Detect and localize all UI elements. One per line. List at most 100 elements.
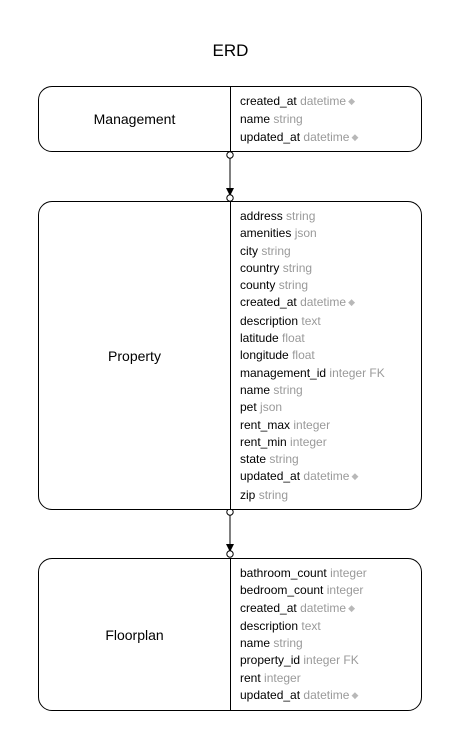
attribute-type: string	[269, 452, 299, 467]
relationship-start-circle	[226, 151, 234, 159]
attribute-name: longitude	[240, 348, 289, 363]
attribute-name: property_id	[240, 653, 301, 668]
attribute-type: datetime	[303, 469, 350, 484]
attribute-name: description	[240, 618, 299, 633]
attribute-row: pet json	[240, 399, 385, 416]
attribute-type: string	[261, 243, 291, 258]
attribute-row: created_at datetime◆	[240, 600, 367, 618]
attribute-name: city	[240, 243, 258, 258]
attribute-row: management_id integer FK	[240, 365, 385, 382]
attribute-row: latitude float	[240, 330, 385, 347]
entity-name: Management	[39, 87, 231, 151]
attribute-row: property_id integer FK	[240, 652, 367, 669]
attribute-row: rent_min integer	[240, 434, 385, 451]
attribute-row: updated_at datetime◆	[240, 129, 358, 147]
entity-name: Property	[39, 202, 231, 509]
attribute-name: management_id	[240, 365, 327, 380]
attribute-type: integer FK	[329, 365, 385, 380]
attribute-row: created_at datetime◆	[240, 93, 358, 111]
attribute-type: datetime	[300, 94, 347, 108]
attribute-type: integer	[330, 566, 367, 580]
attribute-name: state	[240, 452, 267, 467]
attribute-name: address	[240, 209, 283, 223]
attribute-name: rent	[240, 670, 261, 685]
attribute-type: integer FK	[303, 653, 359, 668]
diagram-title: ERD	[212, 41, 249, 60]
attribute-list: address string amenities json city strin…	[240, 208, 385, 504]
attribute-name: name	[240, 112, 271, 127]
attribute-name: description	[240, 313, 299, 328]
attribute-type: datetime	[303, 129, 350, 144]
attribute-type: datetime	[300, 295, 347, 310]
required-marker-icon: ◆	[351, 690, 359, 701]
attribute-row: description text	[240, 618, 367, 635]
attribute-row: address string	[240, 208, 385, 225]
attribute-name: name	[240, 382, 271, 397]
attribute-row: rent integer	[240, 670, 367, 687]
required-marker-icon: ◆	[348, 602, 356, 613]
attribute-row: description text	[240, 313, 385, 330]
attribute-type: string	[258, 487, 289, 502]
attribute-row: created_at datetime◆	[240, 294, 385, 312]
attribute-type: integer	[264, 670, 301, 685]
attribute-type: text	[301, 618, 321, 633]
attribute-type: json	[294, 226, 317, 241]
attribute-type: datetime	[303, 688, 350, 703]
attribute-name: zip	[240, 487, 256, 502]
attribute-row: amenities json	[240, 225, 385, 242]
attribute-row: bathroom_count integer	[240, 565, 367, 582]
relationship-arrow	[226, 544, 234, 552]
attribute-row: bedroom_count integer	[240, 582, 367, 599]
attribute-list: bathroom_count integer bedroom_count int…	[240, 565, 367, 705]
attribute-list: created_at datetime◆ name string updated…	[240, 93, 358, 147]
attribute-type: string	[282, 260, 313, 275]
attribute-type: float	[292, 348, 315, 363]
attribute-row: country string	[240, 260, 385, 277]
attribute-type: integer	[326, 583, 364, 598]
attribute-name: country	[240, 260, 280, 275]
attribute-type: string	[273, 112, 303, 127]
relationship-arrow	[226, 188, 234, 196]
attribute-type: json	[260, 400, 283, 415]
attribute-row: state string	[240, 451, 385, 468]
attribute-row: zip string	[240, 487, 385, 504]
relationship-end-circle	[226, 550, 234, 558]
attribute-type: integer	[293, 417, 331, 432]
entity-name: Floorplan	[39, 559, 231, 710]
attribute-type: datetime	[300, 600, 347, 615]
entity-management: Management created_at datetime◆ name str…	[38, 86, 422, 152]
attribute-name: bedroom_count	[240, 583, 324, 598]
attribute-row: county string	[240, 277, 385, 294]
attribute-row: updated_at datetime◆	[240, 687, 367, 705]
attribute-name: amenities	[240, 226, 292, 241]
attribute-type: string	[278, 278, 309, 293]
attribute-row: city string	[240, 243, 385, 260]
required-marker-icon: ◆	[348, 96, 356, 106]
relationship-management-property	[226, 151, 234, 202]
attribute-type: string	[273, 636, 303, 651]
entity-property: Property address string amenities json c…	[38, 201, 422, 510]
attribute-name: latitude	[240, 331, 279, 346]
attribute-name: created_at	[240, 600, 297, 615]
attribute-row: name string	[240, 111, 358, 128]
attribute-type: string	[273, 382, 303, 397]
attribute-row: longitude float	[240, 347, 385, 364]
attribute-name: created_at	[240, 295, 297, 310]
relationship-property-floorplan	[226, 508, 234, 558]
attribute-name: pet	[240, 400, 257, 415]
required-marker-icon: ◆	[351, 131, 359, 142]
attribute-name: updated_at	[240, 129, 301, 144]
attribute-name: created_at	[240, 94, 297, 108]
attribute-name: updated_at	[240, 469, 301, 484]
attribute-name: rent_min	[240, 434, 287, 449]
attribute-row: rent_max integer	[240, 417, 385, 434]
attribute-type: text	[301, 313, 321, 328]
attribute-name: bathroom_count	[240, 566, 327, 580]
entity-floorplan: Floorplan bathroom_count integer bedroom…	[38, 558, 422, 711]
attribute-name: name	[240, 636, 271, 651]
attribute-name: county	[240, 278, 276, 293]
attribute-row: name string	[240, 635, 367, 652]
attribute-type: string	[286, 209, 316, 223]
attribute-name: updated_at	[240, 688, 301, 703]
required-marker-icon: ◆	[348, 297, 356, 308]
